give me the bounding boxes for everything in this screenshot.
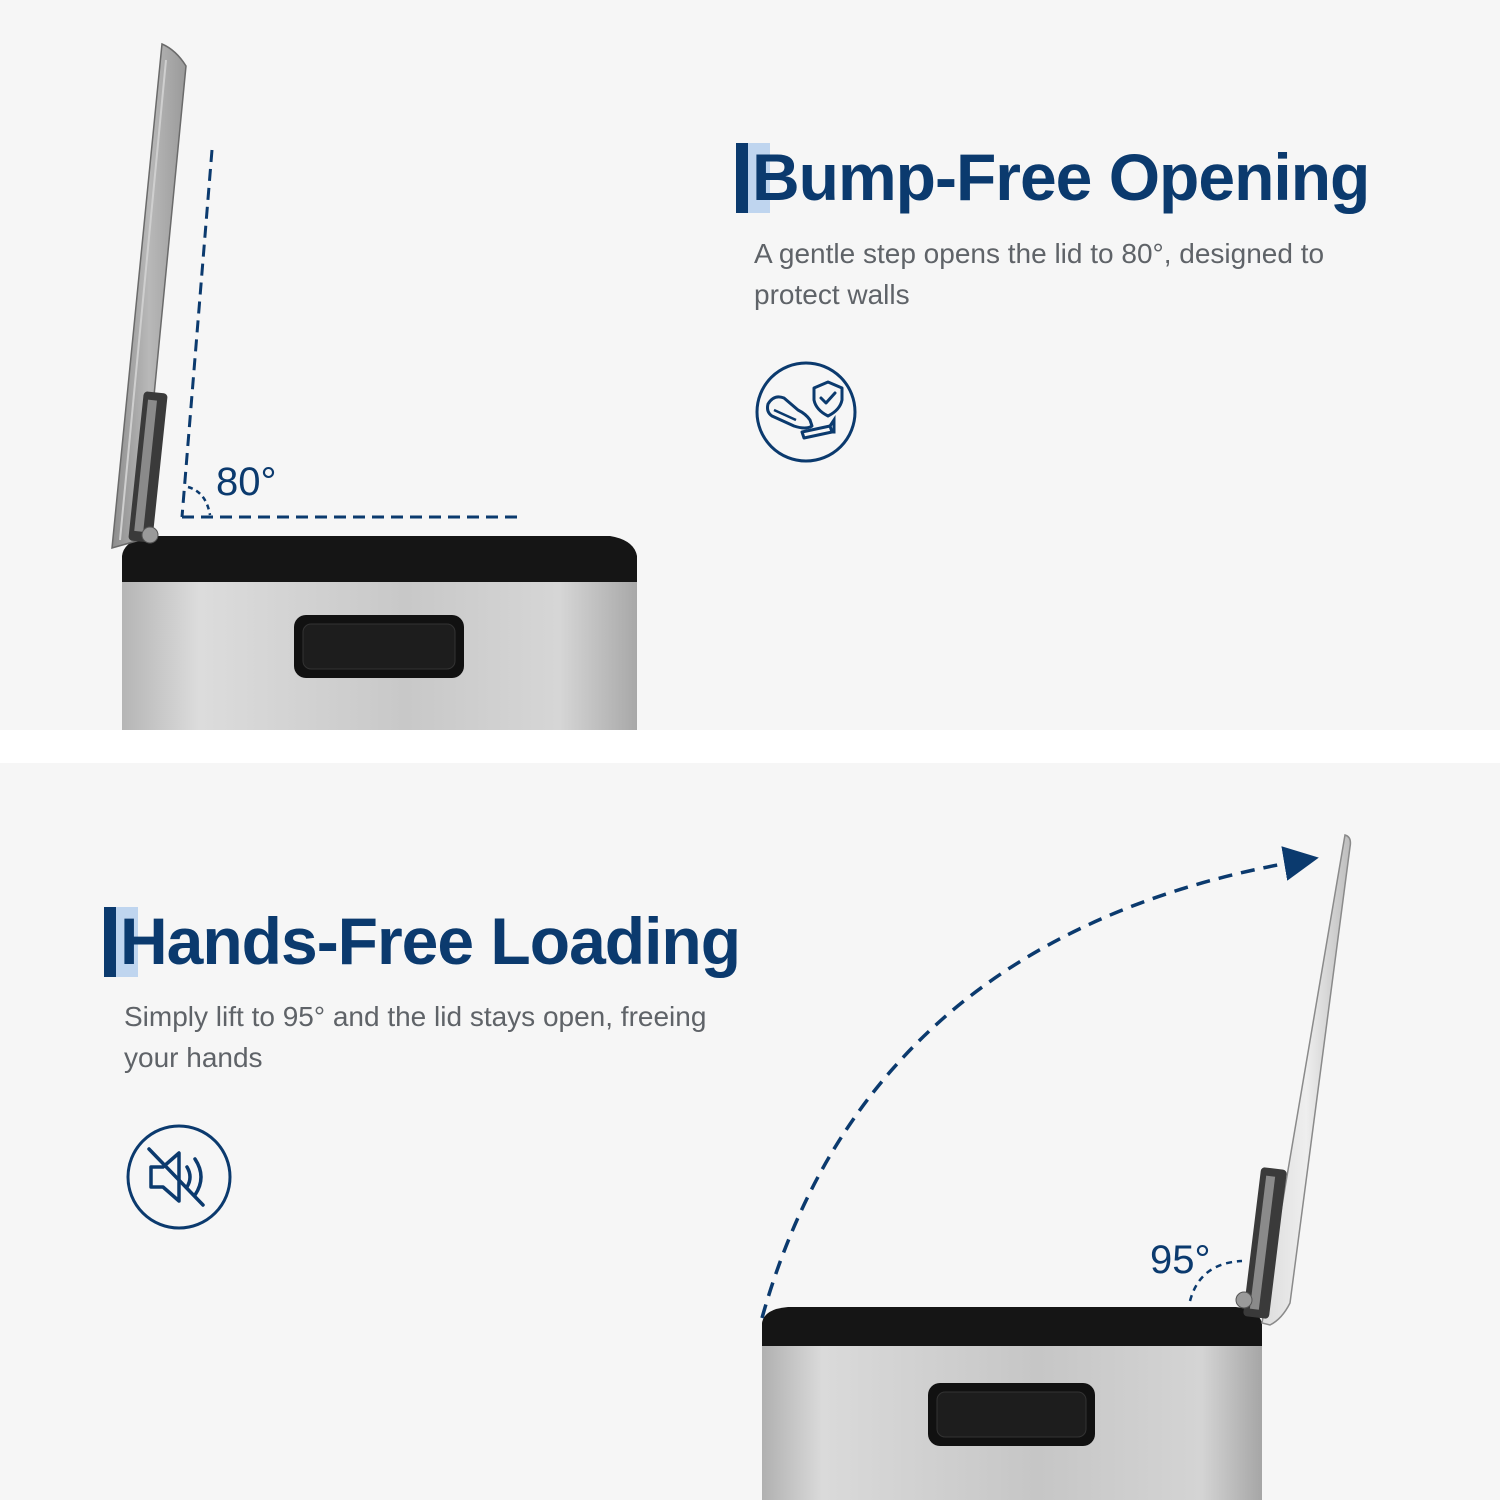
foot-pedal-shield-icon [755, 361, 857, 463]
title-hands-free-loading: Hands-Free Loading [104, 903, 741, 979]
mute-speaker-icon [126, 1124, 232, 1230]
title-accent-bar [104, 907, 116, 977]
title-accent-bar [736, 143, 748, 213]
description-hands-free: Simply lift to 95° and the lid stays ope… [124, 1001, 707, 1073]
title-accent-highlight [116, 907, 138, 977]
title-bump-free-opening: Bump-Free Opening [736, 139, 1370, 215]
title-accent-highlight [748, 143, 770, 213]
panel-hands-free-loading: 95° Hands-Free Loading Simply lift to 95… [0, 763, 1500, 1500]
angle-arc [187, 485, 212, 516]
title-text: Bump-Free Opening [752, 140, 1370, 214]
panel-bump-free-opening: 80° Bump-Free Opening A gentle step open… [0, 0, 1500, 730]
can-rim [122, 536, 637, 582]
trash-can-95-degree-illustration: 95° [760, 834, 1352, 1500]
vertical-guide-line [180, 149, 214, 518]
can-rim [762, 1307, 1262, 1346]
angle-label-95: 95° [1150, 1238, 1211, 1282]
angle-label-80: 80° [216, 460, 277, 504]
description-bump-free: A gentle step opens the lid to 80°, desi… [754, 238, 1325, 310]
angle-arc [1188, 1259, 1243, 1302]
title-text: Hands-Free Loading [120, 904, 741, 978]
can-lid-open [1261, 834, 1352, 1326]
trash-can-80-degree-illustration: 80° [111, 42, 637, 730]
opening-arc-arrow [760, 846, 1319, 1319]
